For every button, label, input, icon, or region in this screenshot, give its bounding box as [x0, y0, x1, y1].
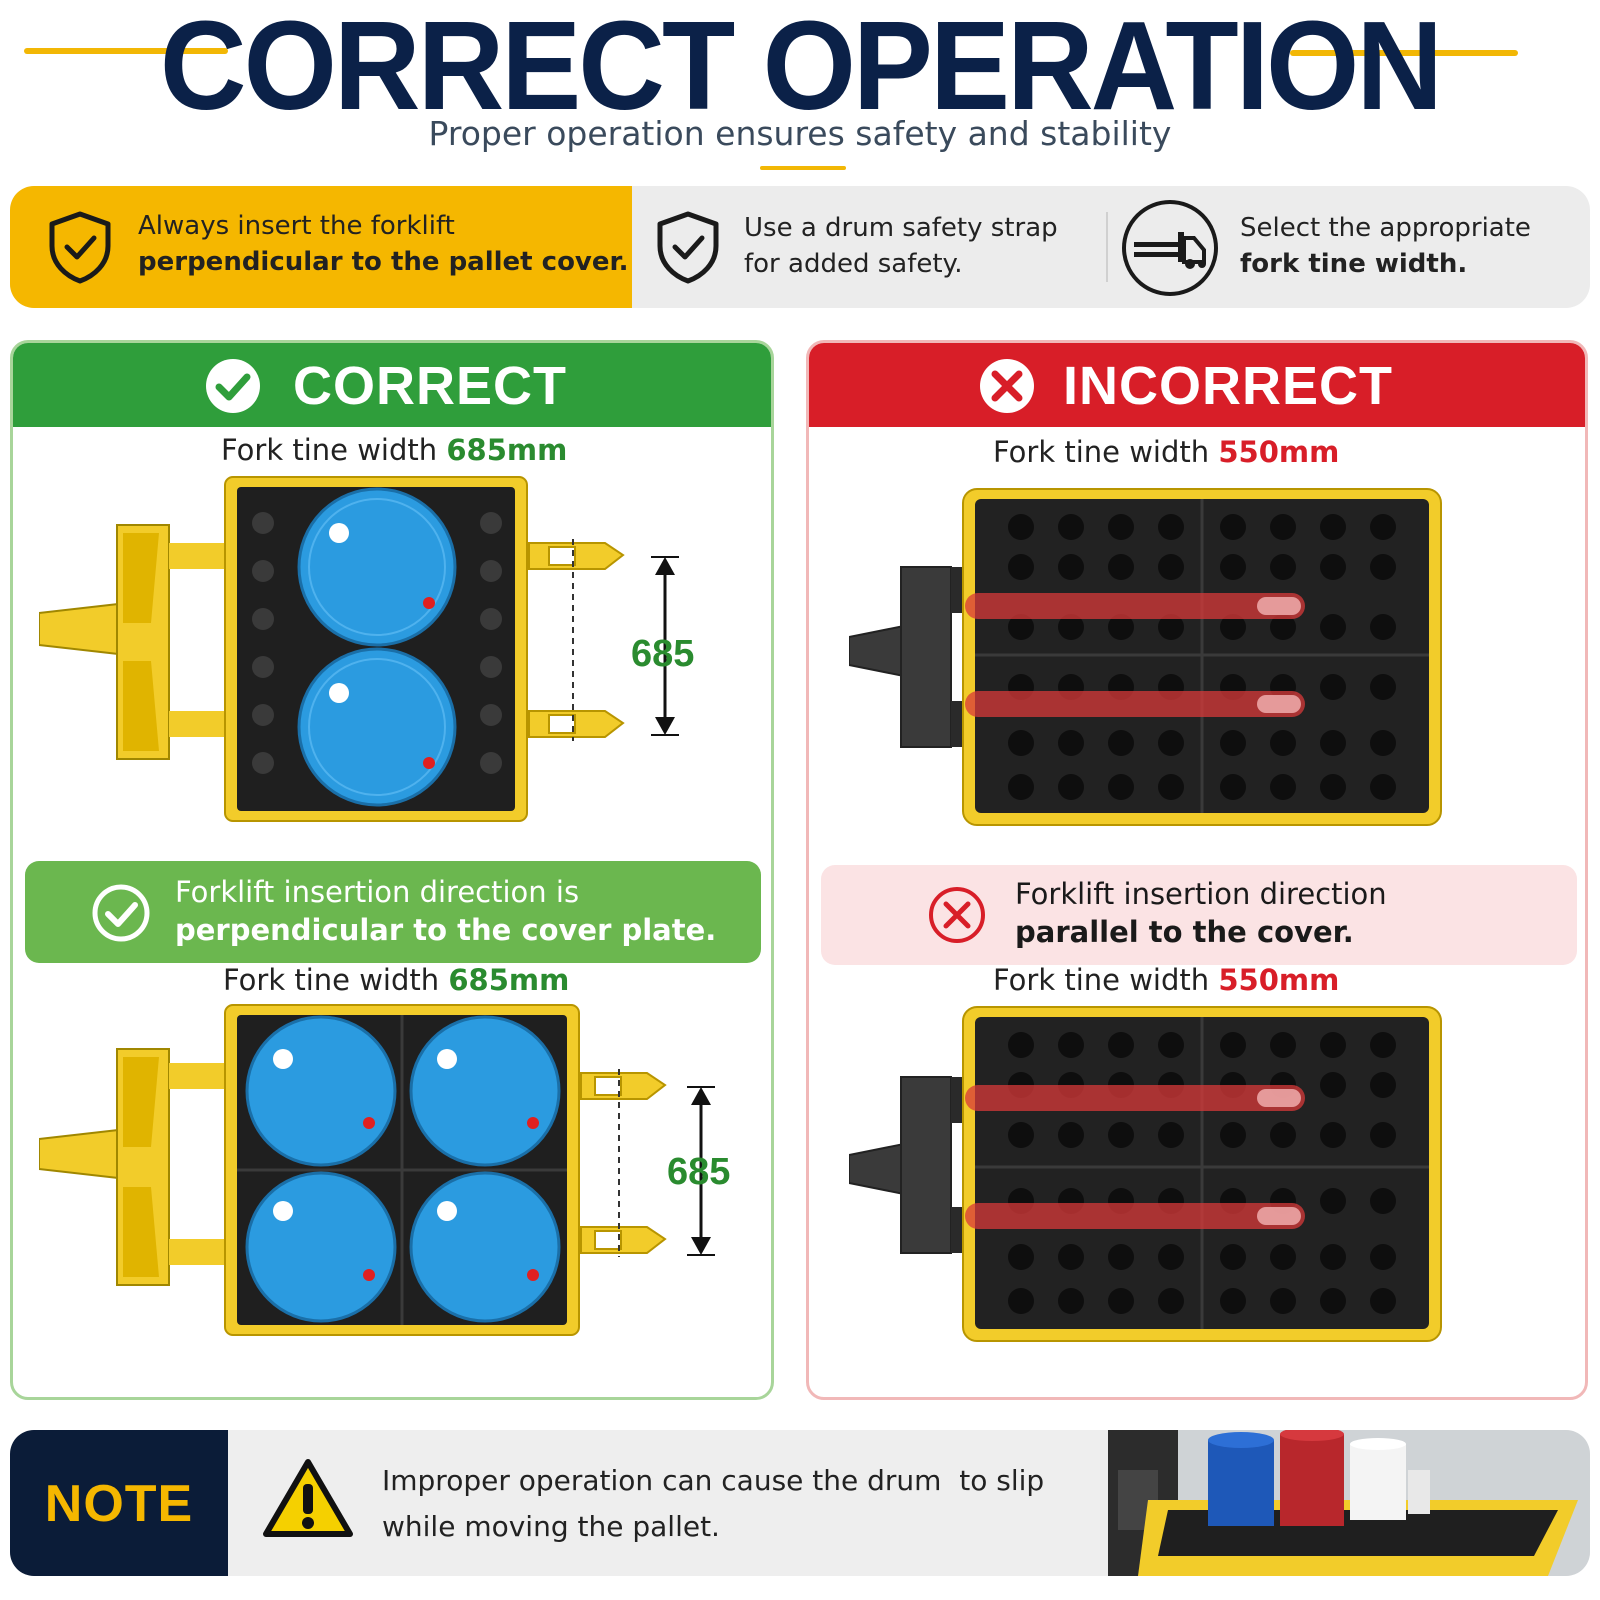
note-line2: while moving the pallet.	[382, 1510, 720, 1543]
check-circle-icon	[92, 884, 150, 942]
incorrect-insertion-line1: Forklift insertion direction	[1015, 877, 1387, 911]
page-subtitle: Proper operation ensures safety and stab…	[428, 114, 1172, 153]
incorrect-panel: INCORRECT Fork tine width 550mm	[806, 340, 1588, 1400]
incorrect-fork-width-label-1: Fork tine width 550mm	[993, 435, 1340, 469]
shield-check-icon	[49, 211, 111, 284]
incorrect-fork-width-value-2: 550mm	[1218, 963, 1340, 997]
tip-1-line2: perpendicular to the pallet cover.	[138, 247, 629, 277]
warning-icon	[263, 1459, 353, 1537]
tip-1-text: Always insert the forklift perpendicular…	[138, 208, 629, 280]
correct-insertion-line2: perpendicular to the cover plate.	[175, 913, 717, 947]
shield-check-icon	[657, 211, 719, 284]
correct-panel-header: CORRECT	[13, 343, 771, 427]
incorrect-insertion-text: Forklift insertion direction parallel to…	[1015, 875, 1387, 951]
incorrect-panel-header: INCORRECT	[809, 343, 1585, 427]
incorrect-fork-width-value-1: 550mm	[1218, 435, 1340, 469]
tip-2-line1: Use a drum safety strap	[744, 213, 1058, 243]
check-circle-icon	[206, 359, 260, 413]
tip-separator	[1106, 212, 1108, 282]
page-title: CORRECT OPERATION	[159, 0, 1443, 137]
correct-fork-width-label-1: Fork tine width 685mm	[221, 433, 568, 467]
incorrect-fork-width-label-2: Fork tine width 550mm	[993, 963, 1340, 997]
note-line1: Improper operation can cause the drum to…	[382, 1464, 1045, 1497]
correct-diagram-two-drums	[39, 476, 679, 822]
x-circle-icon	[980, 359, 1034, 413]
correct-heading: CORRECT	[293, 356, 567, 416]
spill-pallet-photo	[1108, 1430, 1590, 1576]
note-bar: NOTE Improper operation can cause the dr…	[10, 1430, 1590, 1576]
header-decor-line-left	[24, 48, 228, 54]
correct-fork-width-label-2: Fork tine width 685mm	[223, 963, 570, 997]
correct-insertion-line1: Forklift insertion direction is	[175, 875, 580, 909]
correct-fork-width-value-1: 685mm	[446, 433, 568, 467]
tip-1-line1: Always insert the forklift	[138, 211, 455, 241]
note-tab: NOTE	[10, 1430, 228, 1576]
tip-3-text: Select the appropriate fork tine width.	[1240, 210, 1531, 282]
subtitle-underline	[760, 166, 846, 170]
tip-2-line2: for added safety.	[744, 249, 963, 279]
note-label: NOTE	[44, 1475, 194, 1533]
incorrect-diagram-1	[849, 488, 1442, 826]
incorrect-insertion-note: Forklift insertion direction parallel to…	[821, 865, 1577, 965]
incorrect-insertion-line2: parallel to the cover.	[1015, 915, 1354, 949]
tip-3-line2: fork tine width.	[1240, 249, 1468, 279]
note-text: Improper operation can cause the drum to…	[382, 1458, 1044, 1550]
correct-panel: CORRECT Fork tine width 685mm	[10, 340, 774, 1400]
tip-2-text: Use a drum safety strap for added safety…	[744, 210, 1058, 282]
tips-bar: Always insert the forklift perpendicular…	[10, 186, 1590, 308]
correct-insertion-text: Forklift insertion direction is perpendi…	[175, 873, 716, 949]
correct-fork-width-value-2: 685mm	[448, 963, 570, 997]
incorrect-diagram-2	[849, 1006, 1442, 1342]
correct-diagram-four-drums	[39, 1004, 715, 1336]
tip-3-line1: Select the appropriate	[1240, 213, 1531, 243]
incorrect-heading: INCORRECT	[1063, 356, 1393, 416]
tip-highlight	[10, 186, 632, 308]
correct-insertion-note: Forklift insertion direction is perpendi…	[25, 861, 761, 963]
forklift-icon	[1122, 200, 1218, 296]
x-circle-icon	[929, 887, 985, 943]
header-decor-line-right	[1290, 50, 1518, 56]
